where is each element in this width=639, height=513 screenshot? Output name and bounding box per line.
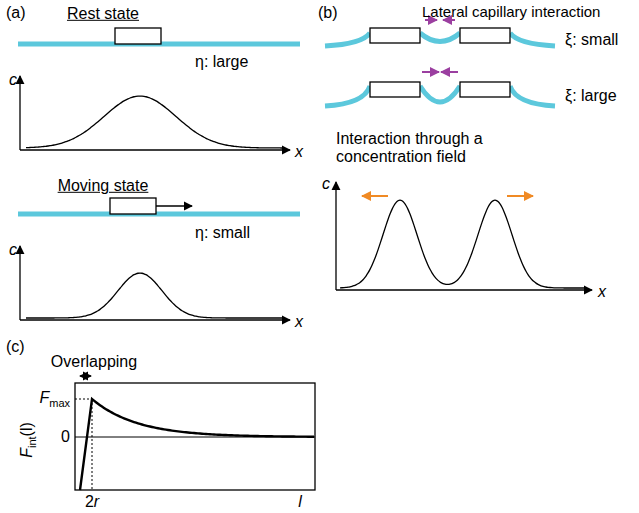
repulsion-arrow	[362, 195, 388, 197]
label: x	[598, 283, 606, 300]
particle	[460, 82, 510, 97]
label-group: Fmax	[39, 389, 70, 410]
repulsion-arrow	[507, 195, 533, 197]
label-group: x	[295, 313, 303, 331]
label-group: (a)	[6, 4, 26, 22]
label: η: small	[195, 224, 250, 241]
axis	[20, 319, 290, 320]
label: r	[94, 493, 99, 510]
label-group: ξ: small	[565, 31, 618, 49]
label-group: (c)	[6, 338, 25, 356]
label-group: Overlapping	[51, 353, 137, 371]
particle	[115, 28, 161, 44]
label: (l)	[18, 422, 35, 436]
label-group: c	[322, 175, 330, 193]
axis	[335, 182, 336, 290]
label: c	[322, 175, 330, 192]
label-group: l	[298, 493, 302, 511]
label: Overlapping	[51, 353, 137, 370]
axis	[336, 289, 592, 290]
meniscus	[325, 86, 555, 106]
subscript: int	[26, 436, 38, 448]
label-group: Lateral capillary interaction	[422, 3, 600, 20]
label-group: η: large	[195, 53, 248, 71]
label-group: ξ: large	[565, 87, 617, 105]
label-group: x	[295, 143, 303, 161]
label-group: Moving state	[58, 177, 149, 195]
label: F	[39, 389, 49, 406]
label: c	[9, 71, 17, 88]
attraction-arrow	[422, 71, 439, 73]
label: ξ: small	[565, 31, 618, 48]
concentration-curve	[26, 96, 284, 148]
guide-line	[75, 399, 92, 400]
guide-line	[92, 399, 93, 490]
axis	[19, 76, 20, 150]
label: η: large	[195, 53, 248, 70]
label: 2	[85, 493, 94, 510]
label-group: 0	[61, 428, 70, 446]
label: Moving state	[58, 177, 149, 194]
range-arrow	[80, 375, 91, 376]
label-group: Interaction through a concentration fiel…	[336, 130, 511, 167]
label: (c)	[6, 338, 25, 355]
label: (a)	[6, 4, 26, 21]
particle	[370, 28, 420, 43]
axis	[19, 246, 20, 320]
label-group: η: small	[195, 224, 250, 242]
attraction-arrow	[441, 71, 458, 73]
label: 0	[61, 428, 70, 445]
label: l	[298, 493, 302, 510]
liquid-surface	[18, 212, 300, 217]
axis	[20, 149, 290, 150]
label: Interaction through a concentration fiel…	[336, 130, 483, 165]
particle	[110, 198, 156, 214]
label-group: c	[9, 71, 17, 89]
label-group: c	[9, 241, 17, 259]
label: Rest state	[67, 5, 139, 22]
motion-arrow	[156, 205, 192, 206]
particle	[460, 28, 510, 43]
label-group: Fint(l)	[18, 422, 39, 458]
label: ξ: large	[565, 87, 617, 104]
subscript: max	[49, 397, 70, 409]
force-curve	[80, 399, 314, 490]
meniscus	[325, 33, 555, 46]
concentration-curve	[26, 273, 284, 318]
label: c	[9, 241, 17, 258]
label-group: x	[598, 283, 606, 301]
label: (b)	[318, 4, 338, 21]
label: Lateral capillary interaction	[422, 3, 600, 20]
label: x	[295, 143, 303, 160]
label-group: 2r	[85, 493, 99, 511]
label: x	[295, 313, 303, 330]
concentration-curve	[340, 200, 584, 288]
plot-frame	[75, 383, 315, 490]
label: F	[18, 448, 35, 458]
label-group: (b)	[318, 4, 338, 22]
particle	[370, 82, 420, 97]
label-group: Rest state	[67, 5, 139, 23]
